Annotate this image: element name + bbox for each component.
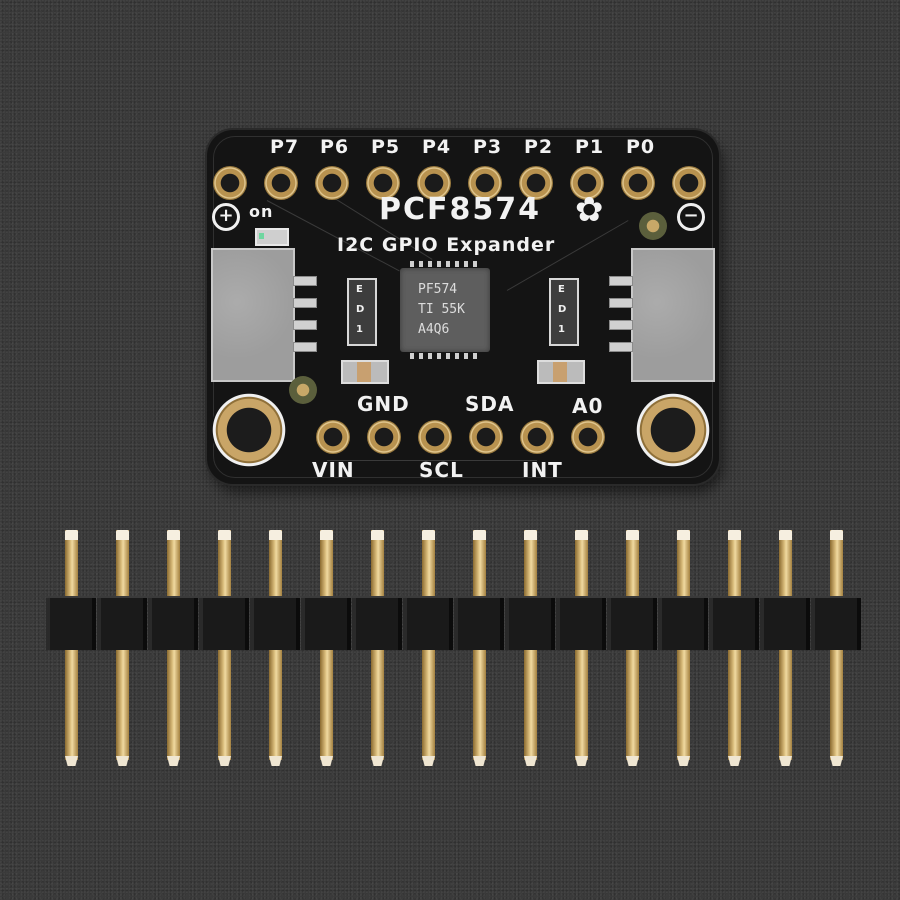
pin-label-p2: P2: [524, 136, 554, 158]
chip-marking-line-3: A4Q6: [418, 322, 450, 337]
header-plastic-block: [505, 596, 555, 650]
connector-pin: [609, 320, 633, 330]
header-plastic-block: [709, 596, 759, 650]
adafruit-star-logo-icon: ✿: [575, 190, 605, 230]
header-plastic-block: [658, 596, 708, 650]
resnet-mark: 1: [356, 324, 363, 335]
pin-label-a0: A0: [572, 394, 604, 418]
pin-label-sda: SDA: [465, 392, 515, 416]
connector-pin: [609, 276, 633, 286]
pad-p0: [621, 166, 655, 200]
pin-label-p5: P5: [371, 136, 401, 158]
pad-sda: [469, 420, 503, 454]
chip-marking-line-2: TI 55K: [418, 302, 465, 317]
pad-int: [520, 420, 554, 454]
pad-vin: [316, 420, 350, 454]
pin-label-p7: P7: [270, 136, 300, 158]
header-plastic-block: [811, 596, 861, 650]
pad-p7: [264, 166, 298, 200]
resnet-mark: E: [356, 284, 363, 295]
chip-pins-top: [410, 261, 480, 267]
header-plastic-block: [403, 596, 453, 650]
pad-p4: [417, 166, 451, 200]
fiducial-via: [639, 212, 667, 240]
header-plastic-block: [556, 596, 606, 650]
pin-label-int: INT: [522, 458, 563, 482]
pcf8574-ic-chip: PF574 TI 55K A4Q6: [400, 261, 490, 359]
header-plastic-block: [46, 596, 96, 650]
header-plastic-block: [607, 596, 657, 650]
header-plastic-block: [301, 596, 351, 650]
stemma-qt-connector-left: [211, 248, 317, 382]
pin-label-p1: P1: [575, 136, 605, 158]
pin-label-p3: P3: [473, 136, 503, 158]
pad-power-minus: [672, 166, 706, 200]
pcf8574-breakout-board: P7 P6 P5 P4 P3 P2 P1 P0 + on − PCF8574 I…: [207, 130, 719, 484]
minus-icon: −: [677, 203, 705, 231]
header-plastic-block: [250, 596, 300, 650]
resistor-network-left: E D 1: [347, 278, 377, 346]
male-pin-header-strip: [46, 530, 862, 770]
chip-pins-bottom: [410, 353, 480, 359]
pin-label-p6: P6: [320, 136, 350, 158]
on-label: on: [249, 202, 274, 221]
header-plastic-block: [97, 596, 147, 650]
resnet-mark: D: [558, 304, 567, 315]
mounting-hole-right: [635, 392, 711, 468]
chip-marking-line-1: PF574: [418, 282, 458, 297]
pin-label-vin: VIN: [312, 458, 355, 482]
header-plastic-block: [760, 596, 810, 650]
pad-power-plus: [213, 166, 247, 200]
pin-label-p0: P0: [626, 136, 656, 158]
pad-a0: [571, 420, 605, 454]
header-plastic-block: [148, 596, 198, 650]
mounting-hole-left: [211, 392, 287, 468]
pcb-trace: [327, 460, 537, 461]
pad-p6: [315, 166, 349, 200]
fiducial-via: [289, 376, 317, 404]
pad-p2: [519, 166, 553, 200]
pad-p1: [570, 166, 604, 200]
connector-pin: [293, 298, 317, 308]
resnet-mark: E: [558, 284, 565, 295]
pin-label-p4: P4: [422, 136, 452, 158]
smd-capacitor-left: [341, 360, 389, 384]
pad-gnd: [367, 420, 401, 454]
pad-scl: [418, 420, 452, 454]
connector-pin: [609, 298, 633, 308]
power-led: [255, 228, 289, 246]
pin-label-scl: SCL: [419, 458, 464, 482]
resnet-mark: 1: [558, 324, 565, 335]
resistor-network-right: E D 1: [549, 278, 579, 346]
resnet-mark: D: [356, 304, 365, 315]
plus-icon: +: [212, 203, 240, 231]
connector-pin: [293, 320, 317, 330]
pad-p3: [468, 166, 502, 200]
smd-capacitor-right: [537, 360, 585, 384]
header-plastic-block: [454, 596, 504, 650]
pin-label-gnd: GND: [357, 392, 410, 416]
board-subtitle: I2C GPIO Expander: [337, 234, 556, 256]
connector-pin: [293, 276, 317, 286]
header-plastic-block: [199, 596, 249, 650]
board-title: PCF8574: [379, 192, 541, 227]
connector-pin: [609, 342, 633, 352]
pad-p5: [366, 166, 400, 200]
stemma-qt-connector-right: [609, 248, 715, 382]
header-plastic-block: [352, 596, 402, 650]
connector-pin: [293, 342, 317, 352]
